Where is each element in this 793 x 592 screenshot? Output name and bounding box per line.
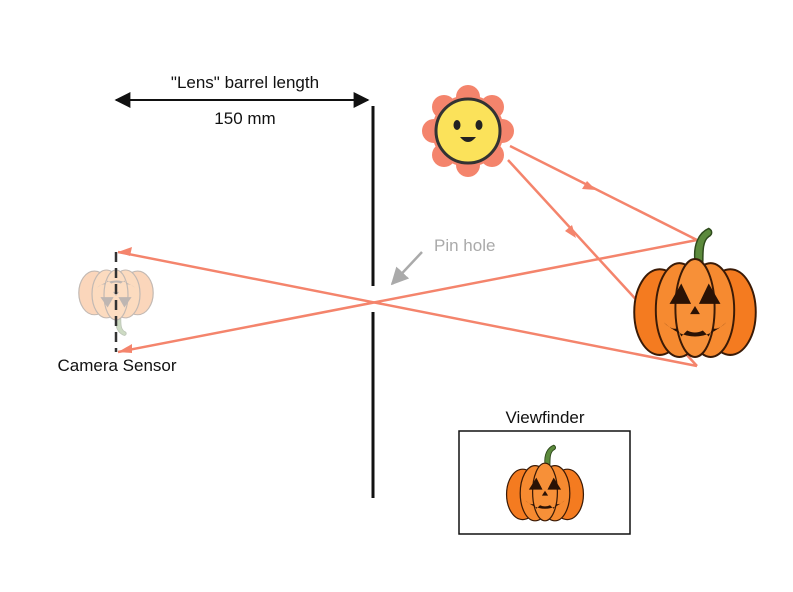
smiling-sun-icon xyxy=(422,85,514,177)
pinhole-arrow xyxy=(390,251,423,286)
pinhole-label: Pin hole xyxy=(434,236,495,255)
ray-arrowhead-mid1 xyxy=(582,181,596,190)
viewfinder-label: Viewfinder xyxy=(505,408,584,427)
ray-arrowhead-bottom xyxy=(118,344,132,353)
light-rays xyxy=(117,144,698,368)
ray-arrowhead-top xyxy=(118,247,132,256)
barrel-length-value: 150 mm xyxy=(214,109,275,128)
barrel-length-label: "Lens" barrel length xyxy=(171,73,319,92)
ray-arrowhead-mid2 xyxy=(565,225,576,238)
camera-sensor-label: Camera Sensor xyxy=(57,356,176,375)
